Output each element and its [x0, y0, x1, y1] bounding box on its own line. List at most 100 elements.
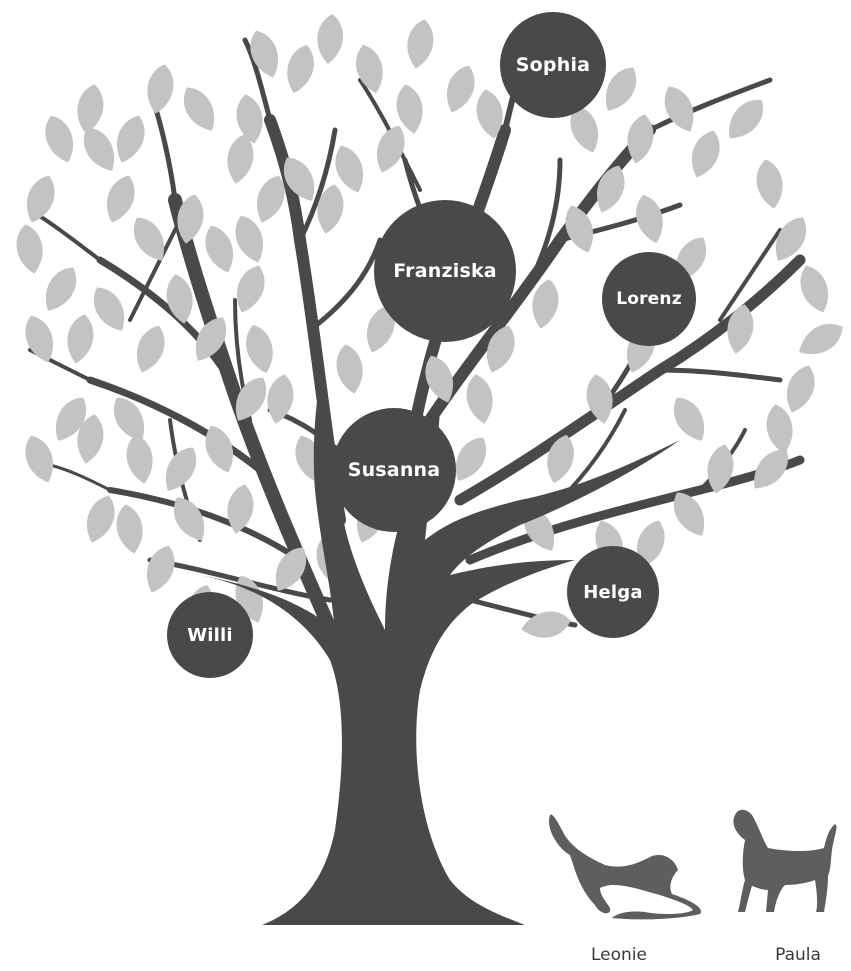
leaf-icon — [227, 134, 254, 184]
leaf-icon — [787, 365, 815, 413]
leaf-icon — [166, 274, 193, 324]
dog-stretching-icon — [549, 814, 701, 920]
leaf-icon — [317, 184, 344, 234]
leaf-icon — [283, 157, 315, 201]
family-member-susanna-label: Susanna — [347, 459, 441, 481]
leaf-icon — [317, 14, 344, 64]
leaf-icon — [165, 447, 197, 491]
leaf-icon — [67, 314, 94, 364]
leaf-icon — [532, 279, 559, 329]
leaf-icon — [727, 304, 754, 354]
leaf-icon — [107, 175, 135, 223]
leaf-icon — [45, 115, 73, 163]
family-member-susanna: Susanna — [332, 408, 456, 532]
leaf-icon — [27, 175, 55, 223]
leaf-icon — [775, 217, 807, 261]
family-member-lorenz: Lorenz — [602, 252, 696, 346]
leaf-icon — [93, 287, 125, 331]
leaf-icon — [466, 374, 493, 424]
leaf-icon — [673, 492, 705, 536]
leaf-icon — [87, 495, 115, 543]
leaf-icon — [570, 105, 598, 153]
leaf-icon — [627, 114, 654, 164]
leaf-icon — [586, 374, 613, 424]
tree-branch — [718, 228, 782, 322]
leaf-icon — [126, 434, 153, 484]
leaf-icon — [476, 89, 503, 139]
leaf-icon — [636, 194, 663, 244]
leaf-icon — [447, 65, 475, 113]
leaf-icon — [177, 194, 204, 244]
leaf-icon — [173, 497, 205, 541]
leaf-icon — [521, 611, 571, 638]
tree-trunk — [200, 380, 680, 925]
leaf-icon — [237, 265, 265, 313]
leaf-icon — [183, 87, 215, 131]
leaf-icon — [113, 397, 145, 441]
leaf-icon — [235, 377, 267, 421]
leaf-icon — [707, 444, 734, 494]
leaf-icon — [227, 484, 254, 534]
leaf-icon — [756, 159, 783, 209]
leaf-icon — [692, 130, 720, 178]
leaf-icon — [455, 437, 487, 481]
leaf-icon — [287, 44, 314, 94]
family-member-lorenz-label: Lorenz — [616, 289, 682, 309]
tree-branch — [307, 237, 383, 333]
family-member-franziska: Franziska — [374, 200, 516, 342]
tree-branch — [517, 157, 563, 303]
pet-label-paula: Paula — [775, 945, 821, 965]
leaf-icon — [396, 84, 423, 134]
leaf-icon — [275, 547, 307, 591]
family-member-sophia: Sophia — [500, 12, 606, 118]
leaf-icon — [336, 344, 363, 394]
family-member-willi: Willi — [167, 592, 253, 678]
leaf-icon — [637, 520, 665, 568]
leaf-icon — [335, 145, 363, 193]
family-member-helga: Helga — [567, 546, 659, 638]
leaf-icon — [25, 315, 53, 363]
leaf-icon — [597, 165, 625, 213]
leaf-icon — [117, 115, 145, 163]
leaf-icon — [195, 317, 227, 361]
leaf-icon — [116, 504, 143, 554]
leaf-icon — [77, 84, 104, 134]
leaf-icon — [267, 374, 294, 424]
leaf-icon — [83, 127, 115, 171]
leaf-icon — [235, 215, 263, 263]
leaf-icon — [356, 44, 383, 94]
leaf-icon — [236, 94, 263, 144]
family-member-franziska-label: Franziska — [393, 260, 497, 282]
leaf-icon — [729, 99, 763, 139]
leaf-icon — [16, 224, 43, 274]
leaf-icon — [800, 265, 828, 313]
leaf-icon — [147, 64, 174, 114]
leaf-icon — [754, 449, 788, 489]
tree-branch — [647, 77, 773, 133]
family-member-willi-label: Willi — [187, 624, 233, 646]
leaf-icon — [673, 397, 705, 441]
leaf-icon — [799, 323, 843, 355]
tree-branch — [657, 367, 783, 383]
leaf-icon — [425, 355, 453, 403]
leaf-icon — [147, 545, 175, 593]
leaf-icon — [565, 205, 593, 253]
leaf-icon — [55, 397, 87, 441]
leaf-icon — [205, 225, 233, 273]
leaf-icon — [487, 325, 515, 373]
dog-standing-icon — [733, 809, 837, 912]
leaf-icon — [766, 404, 793, 454]
family-member-sophia-label: Sophia — [515, 54, 591, 76]
leaf-icon — [25, 435, 53, 483]
leaf-icon — [377, 125, 405, 173]
leaf-icon — [205, 425, 233, 473]
leaf-icon — [664, 86, 694, 132]
tree-branch — [107, 487, 303, 563]
leaf-icon — [77, 414, 104, 464]
leaf-icon — [246, 324, 273, 374]
tree-branch — [86, 376, 264, 474]
leaf-icon — [250, 30, 278, 78]
leaf-icon — [257, 175, 285, 223]
leaf-icon — [547, 434, 574, 484]
leaf-icon — [133, 217, 165, 261]
